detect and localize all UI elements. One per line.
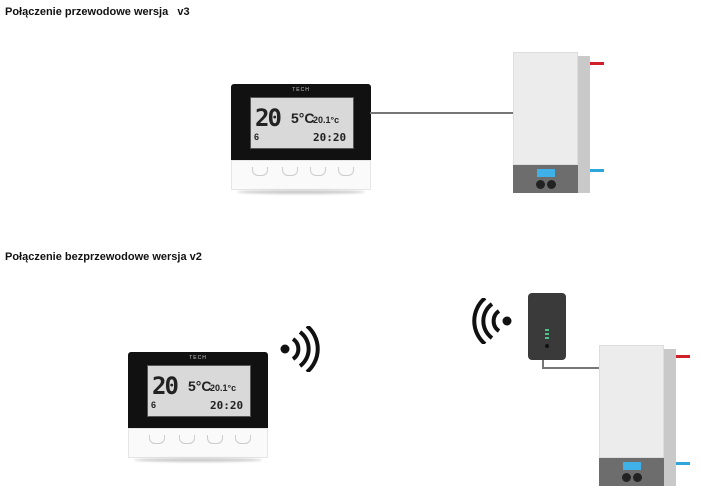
button-up[interactable] xyxy=(207,435,223,444)
set-temperature: 20.1°c xyxy=(313,115,340,125)
brand-logo: TECH xyxy=(189,355,207,361)
boiler-knob xyxy=(633,473,642,482)
lcd-display: 20 5°C 20.1°c 6 20:20 xyxy=(250,97,354,149)
boiler-knob xyxy=(536,180,545,189)
set-temperature: 20.1°c xyxy=(210,383,237,393)
button-up[interactable] xyxy=(310,167,326,176)
temperature: 20 xyxy=(152,372,179,400)
boiler-knob xyxy=(622,473,631,482)
zone-number: 6 xyxy=(254,132,260,142)
section-title-wired: Połączenie przewodowe wersja v3 xyxy=(5,6,190,18)
hot-water-pipe xyxy=(590,62,604,65)
boiler-wireless xyxy=(599,345,690,486)
button-exit[interactable] xyxy=(149,435,165,444)
temperature-decimal: 5 xyxy=(188,378,196,394)
button-menu[interactable] xyxy=(338,167,354,176)
brand-logo: TECH xyxy=(292,87,310,93)
wired-cable xyxy=(370,112,513,114)
zone-number: 6 xyxy=(151,400,157,410)
thermostat-wired: TECH 20 5°C 20.1°c 6 20:20 xyxy=(231,84,371,196)
hot-water-pipe xyxy=(676,355,690,358)
clock: 20:20 xyxy=(313,131,347,144)
wireless-receiver-signal-icon xyxy=(472,298,512,344)
cold-water-pipe xyxy=(676,462,690,465)
button-exit[interactable] xyxy=(252,167,268,176)
cold-water-pipe xyxy=(590,169,604,172)
button-down[interactable] xyxy=(282,167,298,176)
receiver-cable-horizontal xyxy=(542,367,599,369)
clock: 20:20 xyxy=(210,399,244,412)
button-down[interactable] xyxy=(179,435,195,444)
temperature-unit: °C xyxy=(298,110,315,126)
button-menu[interactable] xyxy=(235,435,251,444)
boiler-knob xyxy=(547,180,556,189)
boiler-display xyxy=(623,462,641,470)
thermostat-wireless: TECH 20 5°C 20.1°c 6 20:20 xyxy=(128,352,268,464)
boiler-wired xyxy=(513,52,604,193)
temperature: 20 xyxy=(255,104,282,132)
section-title-wireless: Połączenie bezprzewodowe wersja v2 xyxy=(5,251,202,263)
wireless-receiver-module xyxy=(528,293,566,360)
lcd-display: 20 5°C 20.1°c 6 20:20 xyxy=(147,365,251,417)
receiver-cable xyxy=(542,360,544,369)
temperature-decimal: 5 xyxy=(291,110,299,126)
wireless-signal-icon xyxy=(280,326,320,372)
temperature-unit: °C xyxy=(195,378,212,394)
boiler-display xyxy=(537,169,555,177)
